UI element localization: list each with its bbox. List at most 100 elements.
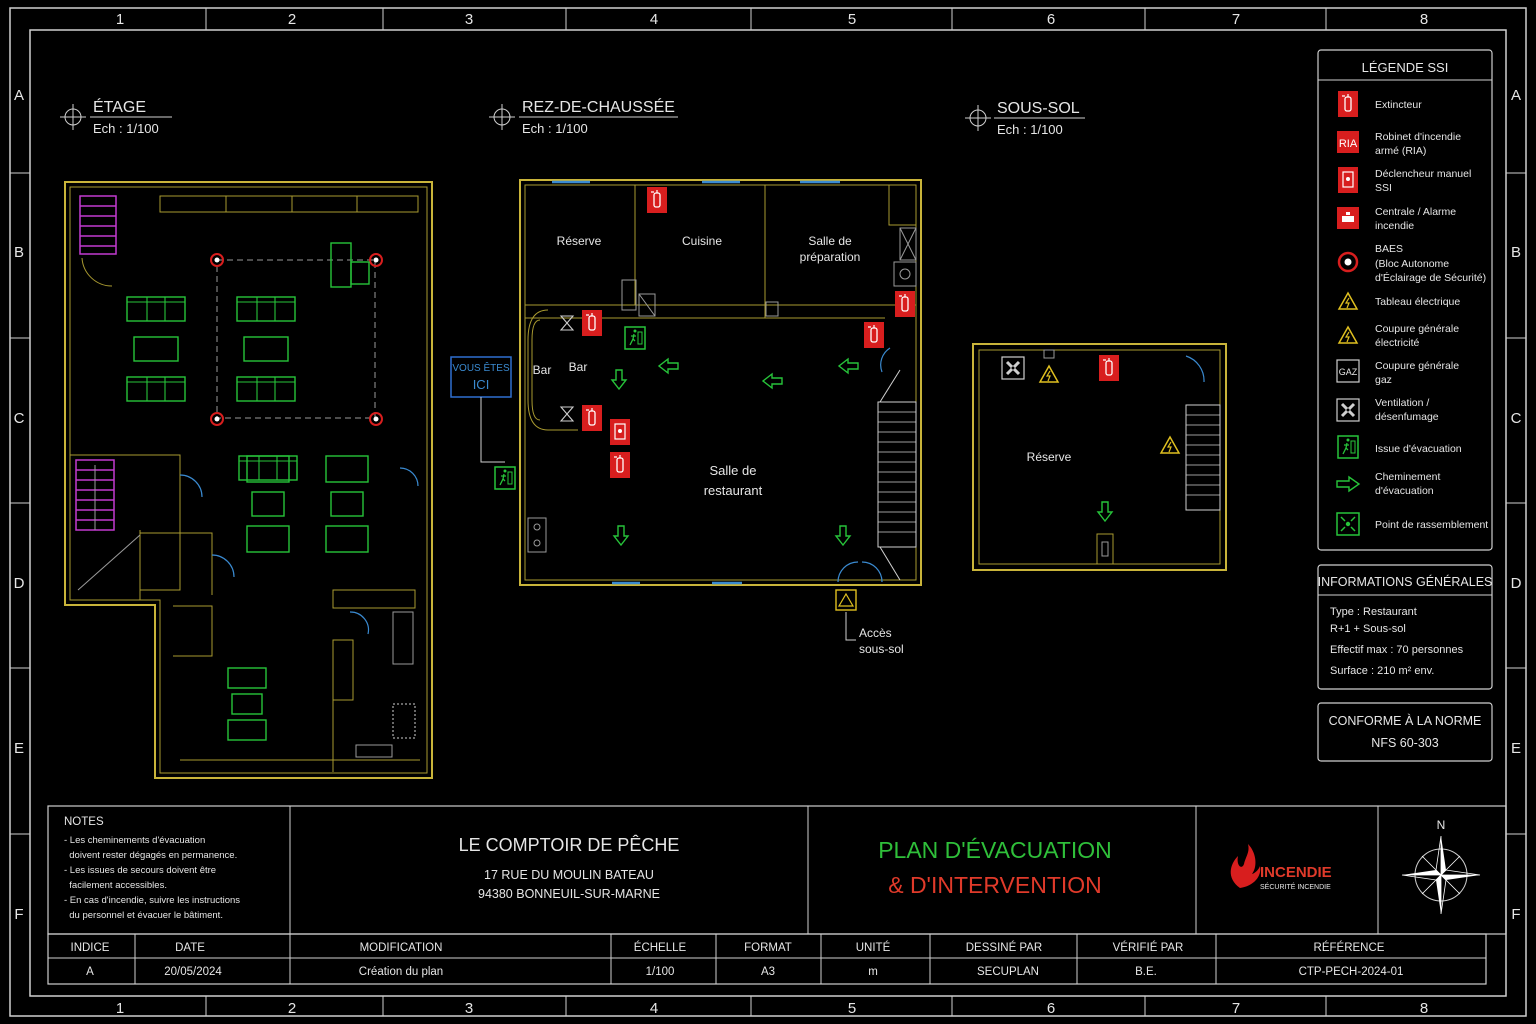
info-panel: INFORMATIONS GÉNÉRALES Type : Restaurant… (1317, 564, 1493, 690)
grid-row-e: E (14, 740, 24, 757)
grid-row-a: A (14, 87, 24, 104)
room-label-salle-prep-2: préparation (800, 250, 861, 264)
legend-labels: Extincteur Robinet d'incendie armé (RIA)… (1375, 99, 1488, 531)
norme-panel: CONFORME À LA NORME NFS 60-303 (1317, 702, 1493, 762)
grid-col-5: 5 (848, 11, 856, 28)
info-title: INFORMATIONS GÉNÉRALES (1318, 574, 1493, 589)
rdc-windows (552, 180, 840, 585)
grid-column-labels-bottom: 1 2 3 4 5 6 7 8 (116, 1000, 1428, 1017)
legend-label-mcp-2: SSI (1375, 182, 1392, 194)
legend-icons: RIA GAZ (1335, 90, 1361, 536)
room-label-salle-prep-1: Salle de (808, 234, 852, 248)
grid-row-b: B (14, 244, 24, 261)
rev-header-date: DATE (175, 942, 205, 954)
notes-line-6: du personnel et évacuer le bâtiment. (64, 910, 223, 921)
acces-label-line2: sous-sol (859, 642, 904, 656)
rev-header-format: FORMAT (744, 942, 792, 954)
electric-cutoff-icon (1338, 326, 1358, 344)
electrical-panel-icon (1338, 292, 1358, 310)
legend-label-ria-1: Robinet d'incendie (1375, 131, 1461, 143)
legend-label-assembly: Point de rassemblement (1375, 519, 1488, 531)
floor-scale-sous-sol: Ech : 1/100 (997, 122, 1063, 137)
room-label-salle-resto-1: Salle de (710, 463, 757, 478)
gas-cutoff-icon: GAZ (1336, 359, 1360, 383)
grid-col-3: 3 (465, 11, 473, 28)
legend-title: LÉGENDE SSI (1362, 60, 1449, 75)
grid-row-a-right: A (1511, 87, 1521, 104)
floor-plan-sous-sol (972, 343, 1227, 571)
rev-cell-reference: CTP-PECH-2024-01 (1299, 966, 1404, 978)
norme-line1: CONFORME À LA NORME (1329, 713, 1482, 728)
rev-header-dessine-par: DESSINÉ PAR (966, 941, 1042, 954)
grid-col-5-bottom: 5 (848, 1000, 856, 1017)
grid-col-1: 1 (116, 11, 124, 28)
compass-north-label: N (1437, 818, 1446, 832)
notes-title: NOTES (64, 816, 104, 828)
floor-title-sous-sol-text: SOUS-SOL (997, 100, 1080, 117)
rev-header-modification: MODIFICATION (360, 942, 443, 954)
grid-row-b-right: B (1511, 244, 1521, 261)
grid-column-labels-top: 1 2 3 4 5 6 7 8 (116, 11, 1428, 28)
rev-header-reference: RÉFÉRENCE (1314, 941, 1385, 954)
floor-title-rdc: REZ-DE-CHAUSSÉE Ech : 1/100 (489, 97, 678, 136)
legend-label-gas-cutoff-1: Coupure générale (1375, 360, 1459, 372)
baes-icon (1337, 251, 1359, 273)
legend-label-baes-2: (Bloc Autonome (1375, 258, 1449, 270)
legend-panel: LÉGENDE SSI (1317, 49, 1493, 551)
grid-row-c-right: C (1511, 410, 1522, 427)
establishment-address-1: 17 RUE DU MOULIN BATEAU (484, 868, 654, 882)
ventilation-icon (1335, 397, 1361, 423)
legend-label-alarm-1: Centrale / Alarme (1375, 206, 1456, 218)
notes-line-2: doivent rester dégagés en permanence. (64, 850, 237, 861)
info-line-capacity: Effectif max : 70 personnes (1330, 644, 1464, 656)
grid-col-6: 6 (1047, 11, 1055, 28)
rev-cell-modification: Création du plan (359, 966, 443, 978)
grid-row-c: C (14, 410, 25, 427)
grid-row-d-right: D (1511, 575, 1522, 592)
plan-title-section: PLAN D'ÉVACUATION & D'INTERVENTION (878, 837, 1112, 898)
you-are-here-line2: ICI (473, 377, 490, 392)
logo-name: INCENDIE (1260, 864, 1332, 881)
emergency-exit-icon (1337, 435, 1359, 459)
legend-label-ria-2: armé (RIA) (1375, 145, 1426, 157)
room-label-cuisine: Cuisine (682, 234, 722, 248)
grid-col-7-bottom: 7 (1232, 1000, 1240, 1017)
legend-label-electric-cutoff-2: électricité (1375, 337, 1420, 349)
legend-label-electric-cutoff-1: Coupure générale (1375, 323, 1459, 335)
rev-header-verifie-par: VÉRIFIÉ PAR (1113, 941, 1184, 954)
notes-line-1: - Les cheminements d'évacuation (64, 835, 205, 846)
acces-label-line1: Accès (859, 626, 892, 640)
room-label-reserve: Réserve (557, 234, 602, 248)
grid-row-f: F (14, 906, 23, 923)
info-line-surface: Surface : 210 m² env. (1330, 665, 1434, 677)
legend-label-baes-3: d'Éclairage de Sécurité) (1375, 271, 1486, 284)
floor-plan-etage (64, 181, 433, 779)
floor-title-etage: ÉTAGE Ech : 1/100 (60, 97, 172, 136)
legend-label-mcp-1: Déclencheur manuel (1375, 168, 1471, 180)
legend-label-extinguisher: Extincteur (1375, 99, 1422, 111)
legend-label-ventilation-1: Ventilation / (1375, 397, 1429, 409)
info-line-levels: R+1 + Sous-sol (1330, 623, 1406, 635)
room-label-bar-counter: Bar (533, 363, 552, 377)
grid-row-labels-left: A B C D E F (14, 87, 25, 923)
compass-rose: N (1401, 818, 1481, 915)
legend-label-exit: Issue d'évacuation (1375, 443, 1462, 455)
rev-header-echelle: ÉCHELLE (634, 941, 687, 954)
notes-line-3: - Les issues de secours doivent être (64, 865, 216, 876)
rdc-room-labels: Réserve Cuisine Salle de préparation Bar… (533, 234, 861, 498)
notes-line-5: - En cas d'incendie, suivre les instruct… (64, 895, 240, 906)
notes-section: NOTES - Les cheminements d'évacuation do… (64, 816, 240, 921)
floor-title-sous-sol: SOUS-SOL Ech : 1/100 (965, 100, 1085, 137)
rev-header-indice: INDICE (71, 942, 110, 954)
extinguisher-icon (1337, 90, 1359, 118)
rev-cell-date: 20/05/2024 (164, 966, 222, 978)
revision-table: INDICE DATE MODIFICATION ÉCHELLE FORMAT … (47, 933, 1487, 985)
grid-row-f-right: F (1511, 906, 1520, 923)
room-label-reserve-sous-sol: Réserve (1027, 450, 1072, 464)
legend-label-path-1: Cheminement (1375, 471, 1440, 483)
notes-line-4: facilement accessibles. (64, 880, 167, 891)
gas-cutoff-icon-label: GAZ (1339, 367, 1358, 377)
grid-col-2: 2 (288, 11, 296, 28)
grid-col-8: 8 (1420, 11, 1428, 28)
fire-alarm-panel-icon (1337, 207, 1359, 229)
